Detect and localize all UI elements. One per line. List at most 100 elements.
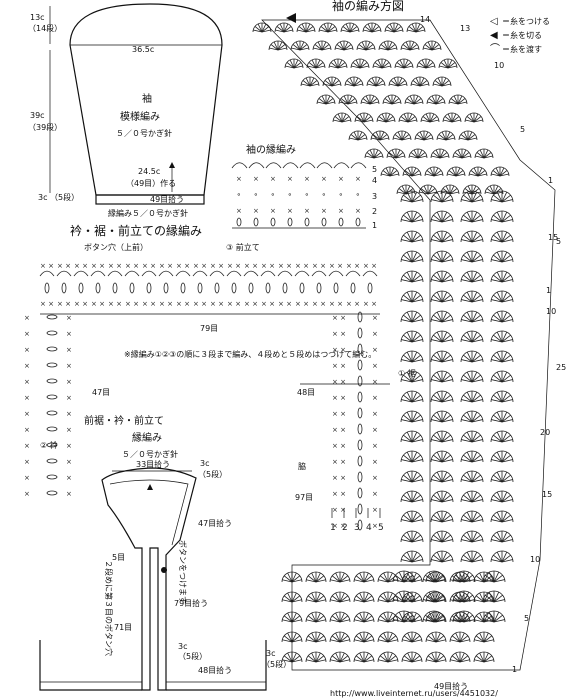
fan-stroke: [411, 254, 421, 263]
fan-stroke: [479, 592, 485, 603]
fan-stroke: [463, 514, 473, 523]
fan-stroke: [335, 632, 341, 643]
fan-stroke: [496, 511, 503, 523]
fan-arc: [334, 40, 354, 51]
fan-stroke: [426, 579, 437, 583]
fan-arc: [388, 76, 408, 87]
fan-stroke: [431, 439, 443, 443]
fan-stroke: [291, 592, 297, 603]
fan-stroke: [474, 659, 485, 663]
fan-stroke: [383, 592, 389, 603]
row-marker-1c: 1: [512, 665, 517, 674]
cap-rows: （14段）: [28, 23, 62, 33]
fan-arc: [400, 510, 424, 523]
fan-stroke: [427, 191, 437, 195]
dc-cluster: [350, 282, 356, 294]
fan-stroke: [339, 599, 350, 603]
sc-col: ×: [24, 378, 30, 386]
fan-stroke: [315, 632, 321, 643]
fan-stroke: [441, 194, 451, 203]
fan-arc: [490, 310, 514, 323]
fan-stroke: [441, 431, 448, 443]
sc-row: × ×: [57, 300, 71, 308]
fan-stroke: [441, 411, 448, 423]
fan-stroke: [483, 655, 493, 663]
fan-stroke: [466, 251, 473, 263]
fan-arc: [416, 58, 436, 69]
arrow-icon: [286, 13, 296, 23]
fan-stroke: [491, 479, 503, 483]
fan-stroke: [411, 592, 417, 603]
fan-stroke: [471, 251, 478, 263]
sc-row: × ×: [176, 262, 190, 270]
fan-arc: [348, 130, 368, 141]
fan-arc: [422, 590, 446, 603]
fan-stroke: [388, 152, 397, 159]
fan-stroke: [431, 41, 437, 51]
fan-stroke: [450, 659, 461, 663]
fan-arc: [400, 40, 420, 51]
fan-stroke: [435, 612, 441, 623]
fan-stroke: [433, 554, 443, 563]
dc-cluster: [321, 217, 327, 227]
fan-arc: [426, 94, 446, 105]
sc-row: × ×: [91, 300, 105, 308]
fan-stroke: [431, 479, 443, 483]
fan-stroke: [397, 80, 406, 87]
fan-stroke: [429, 116, 438, 123]
sleeve-edge-band: [95, 194, 205, 205]
sc-symbol: ×: [270, 207, 276, 215]
fan-stroke: [411, 359, 423, 363]
fan-stroke: [449, 188, 458, 195]
fan-stroke: [291, 572, 297, 583]
fan-stroke: [411, 559, 423, 563]
hem-band-left: [39, 640, 142, 691]
fan-stroke: [471, 231, 478, 243]
fan-stroke: [466, 191, 473, 203]
fan-arc: [338, 94, 358, 105]
hem-label: ① 裾: [398, 368, 416, 378]
fan-arc: [430, 290, 454, 303]
fan-arc: [460, 250, 484, 263]
fan-arc: [430, 470, 454, 483]
fan-stroke: [433, 294, 443, 303]
fan-stroke: [411, 331, 418, 343]
fan-stroke: [403, 414, 413, 423]
fan-arc: [430, 410, 454, 423]
fan-stroke: [474, 619, 485, 623]
fan-stroke: [283, 615, 293, 623]
sc-col: ×: [24, 346, 30, 354]
fan-stroke: [401, 539, 413, 543]
fan-stroke: [331, 595, 341, 603]
chain-loop: [248, 162, 265, 169]
fan-stroke: [287, 632, 293, 643]
dc-cluster: [95, 282, 101, 294]
fan-stroke: [441, 459, 453, 463]
fan-stroke: [406, 371, 413, 383]
fan-arc: [442, 112, 462, 123]
fan-stroke: [433, 274, 443, 283]
fan-arc: [400, 450, 424, 463]
hem-band-right: [166, 640, 267, 691]
fan-stroke: [377, 59, 383, 69]
fan-stroke: [427, 41, 433, 51]
sc-symbol: ×: [287, 207, 293, 215]
fan-stroke: [471, 331, 478, 343]
fan-stroke: [411, 434, 421, 443]
fan-stroke: [423, 134, 432, 141]
fan-stroke: [441, 83, 451, 87]
sc-row: × ×: [159, 300, 173, 308]
fan-stroke: [417, 65, 427, 69]
fan-arc: [460, 390, 484, 403]
sc-row: × ×: [74, 262, 88, 270]
fan-arc: [400, 310, 424, 323]
fan-arc: [430, 530, 454, 543]
fan-stroke: [463, 274, 473, 283]
fan-stroke: [493, 514, 503, 523]
sc-symbol: ×: [321, 207, 327, 215]
fan-stroke: [387, 95, 393, 105]
fan-stroke: [291, 595, 301, 603]
fan-stroke: [409, 155, 419, 159]
fan-stroke: [354, 639, 365, 643]
fan-stroke: [455, 572, 461, 583]
